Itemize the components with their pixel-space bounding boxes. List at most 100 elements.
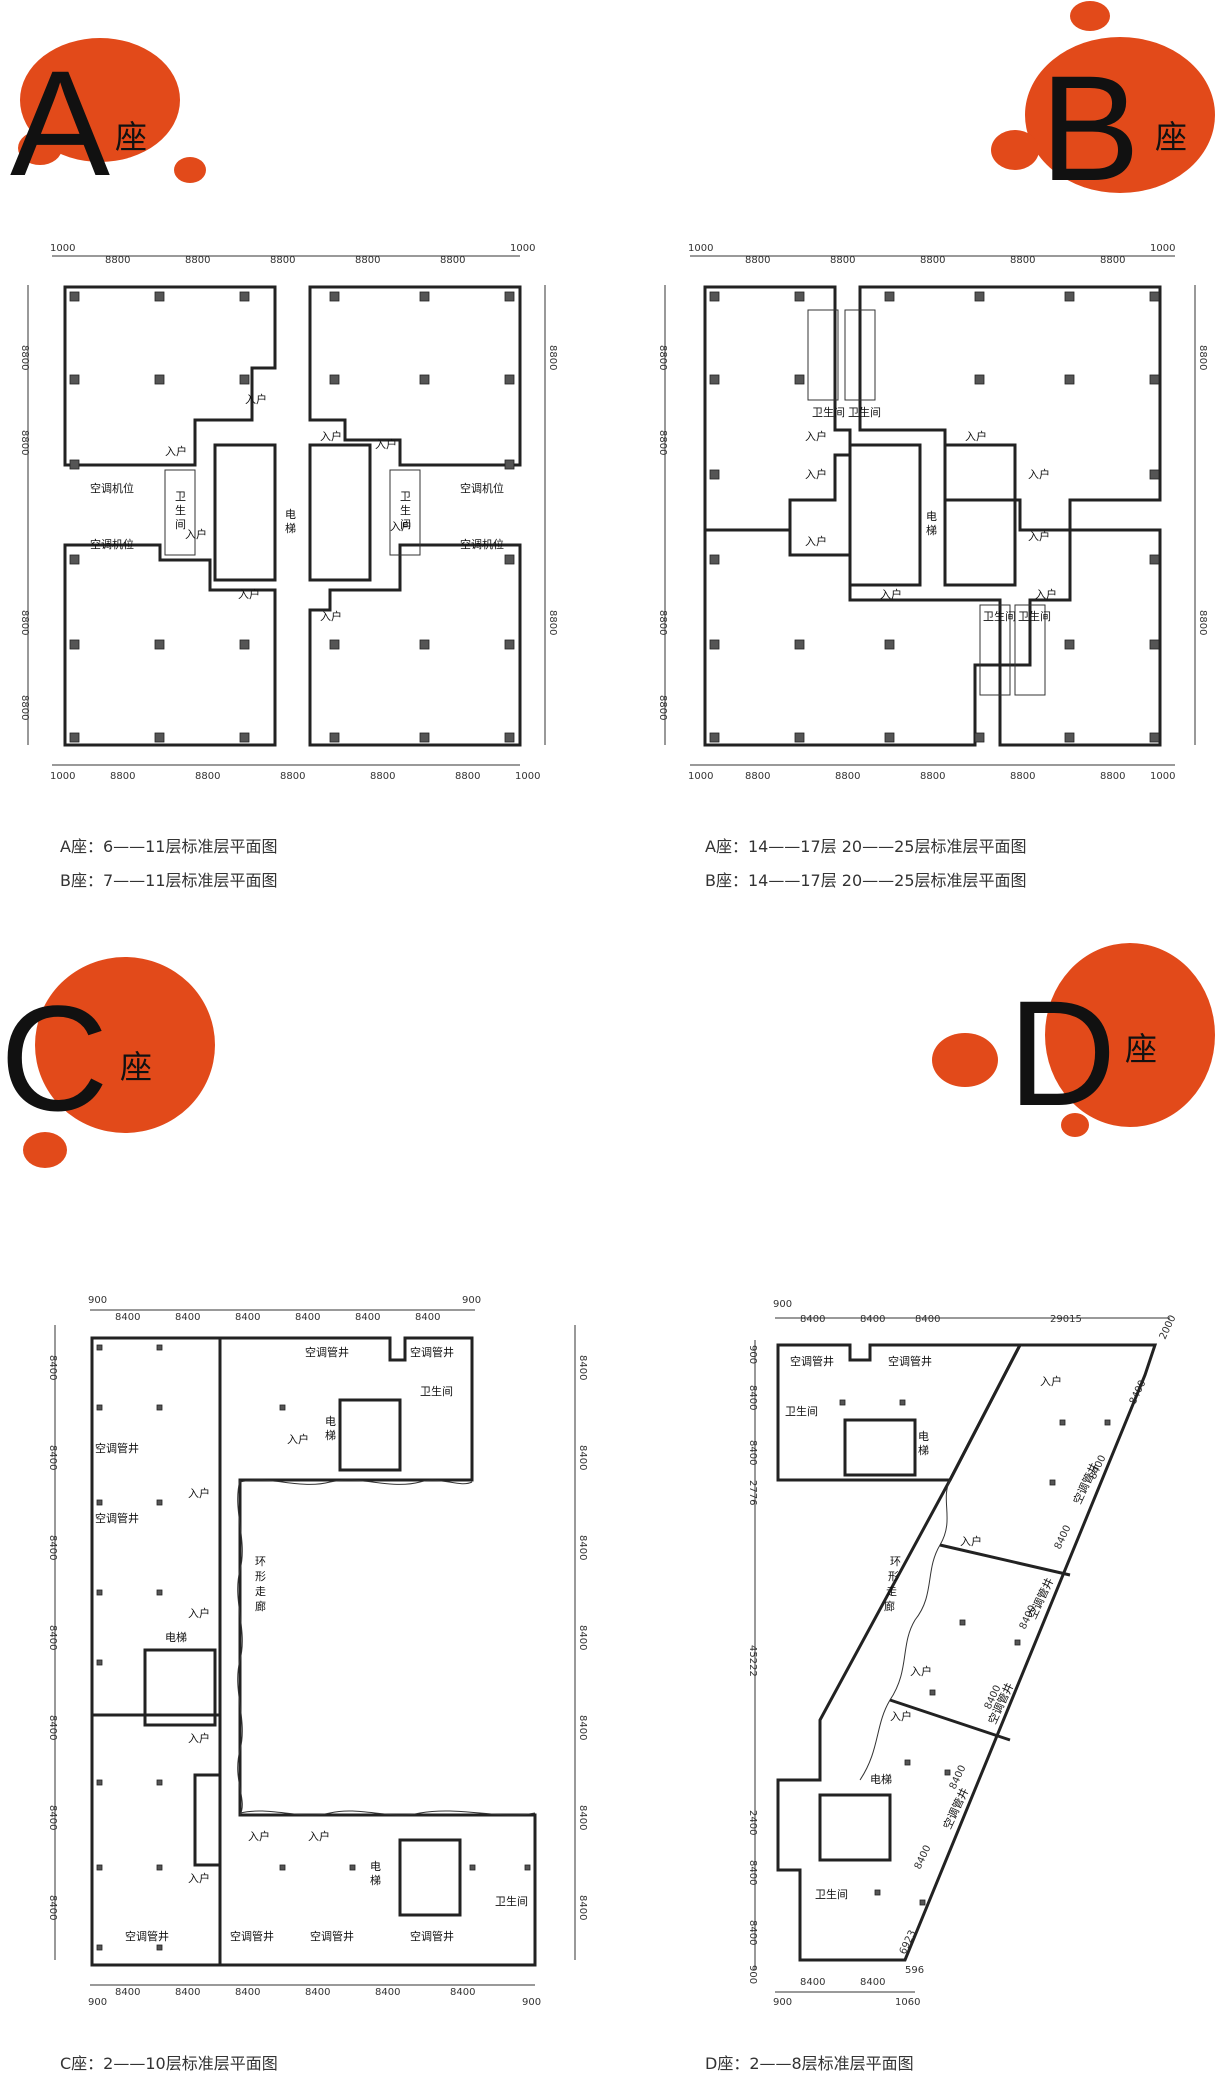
- dim-label: 1000: [50, 771, 75, 782]
- dim-label: 8800: [195, 771, 220, 782]
- label-ac-unit: 空调机位: [90, 481, 134, 495]
- dim-label: 8400: [577, 1895, 588, 1920]
- label-toilet: 生: [400, 503, 411, 517]
- dim-label: 8800: [370, 771, 395, 782]
- dim-label: 8800: [19, 610, 30, 635]
- label-ac-shaft: 空调管井: [230, 1929, 274, 1943]
- dim-label: 1000: [1150, 243, 1175, 254]
- dim-label: 900: [462, 1295, 481, 1306]
- dim-label: 45222: [747, 1645, 758, 1677]
- label-entry: 入户: [308, 1829, 330, 1843]
- label-toilet: 卫生间: [495, 1894, 528, 1908]
- label-elevator: 电梯: [870, 1773, 892, 1786]
- dim-label: 8800: [657, 695, 668, 720]
- label-entry: 入户: [165, 444, 187, 458]
- label-elevator: 电: [926, 510, 937, 523]
- dim-label: 8400: [860, 1977, 885, 1988]
- label-corridor: 形: [255, 1570, 266, 1583]
- dim-label: 8800: [657, 345, 668, 370]
- label-elevator: 电: [370, 1860, 381, 1873]
- label-toilet: 间: [175, 518, 186, 531]
- dim-label: 8400: [577, 1445, 588, 1470]
- dim-label: 8800: [19, 430, 30, 455]
- dim-label: 1060: [895, 1997, 920, 2008]
- dim-label: 8400: [175, 1312, 200, 1323]
- dim-label: 8400: [305, 1987, 330, 1998]
- dim-label: 8800: [1197, 345, 1208, 370]
- dim-label: 8800: [920, 771, 945, 782]
- block-c-blob: [35, 957, 215, 1133]
- block-c-suffix: 座: [120, 1048, 152, 1086]
- label-entry: 入户: [390, 519, 412, 533]
- dim-label: 2776: [747, 1480, 758, 1505]
- label-entry: 入户: [890, 1709, 912, 1723]
- dim-label: 8400: [47, 1535, 58, 1560]
- label-entry: 入户: [320, 429, 342, 443]
- label-corridor: 环: [255, 1555, 266, 1568]
- label-entry: 入户: [1040, 1374, 1062, 1388]
- dim-label: 900: [747, 1345, 758, 1364]
- dim-label: 8800: [105, 255, 130, 266]
- block-b-header: B 座: [991, 1, 1215, 212]
- dim-label: 8800: [920, 255, 945, 266]
- dim-label: 8800: [110, 771, 135, 782]
- dim-label: 8800: [185, 255, 210, 266]
- columns: [709, 291, 1160, 743]
- dim-label: 900: [522, 1997, 541, 2008]
- dim-label: 8800: [745, 255, 770, 266]
- dim-label: 8400: [355, 1312, 380, 1323]
- dim-label: 2400: [747, 1810, 758, 1835]
- dim-label: 8400: [800, 1977, 825, 1988]
- label-ac-unit: 空调机位: [460, 481, 504, 495]
- dim-label: 8400: [175, 1987, 200, 1998]
- dim-label: 900: [88, 1295, 107, 1306]
- label-entry: 入户: [245, 392, 267, 406]
- label-ac-shaft: 空调管井: [410, 1929, 454, 1943]
- label-toilet: 卫生间: [815, 1887, 848, 1901]
- dim-label: 8400: [747, 1920, 758, 1945]
- dim-label: 8400: [47, 1445, 58, 1470]
- label-corridor: 廊: [255, 1599, 266, 1613]
- block-c-header: C 座: [0, 957, 215, 1168]
- block-d-blob-dot: [1061, 1113, 1089, 1137]
- dim-label: 8400: [47, 1625, 58, 1650]
- dim-label: 8400: [235, 1987, 260, 1998]
- dim-label: 8400: [577, 1805, 588, 1830]
- dim-label: 8400: [577, 1715, 588, 1740]
- caption-plan2-line1: A座：14——17层 20——25层标准层平面图: [705, 837, 1027, 856]
- dim-label: 8400: [915, 1314, 940, 1325]
- block-b-blob: [1025, 37, 1215, 193]
- block-b-blob-small: [1070, 1, 1110, 31]
- label-corridor: 形: [888, 1570, 899, 1583]
- block-d-blob-small: [932, 1033, 998, 1087]
- dim-label: 8400: [800, 1314, 825, 1325]
- label-corridor: 廊: [884, 1599, 895, 1613]
- dim-label: 8800: [1100, 771, 1125, 782]
- dim-label: 8800: [270, 255, 295, 266]
- caption-plan1-line2: B座：7——11层标准层平面图: [60, 871, 278, 890]
- dim-label: 8800: [830, 255, 855, 266]
- label-elevator: 电: [918, 1430, 929, 1443]
- block-b-blob-dot: [991, 130, 1039, 170]
- dim-label: 8800: [1010, 255, 1035, 266]
- label-entry: 入户: [805, 467, 827, 481]
- block-b-letter: B: [1040, 44, 1140, 212]
- columns: [839, 1399, 1111, 1906]
- block-a-blob: [20, 38, 180, 162]
- label-entry: 入户: [188, 1486, 210, 1500]
- dim-label: 8400: [47, 1895, 58, 1920]
- dim-label: 8400: [415, 1312, 440, 1323]
- block-d-blob: [1045, 943, 1215, 1127]
- caption-plan2-line2: B座：14——17层 20——25层标准层平面图: [705, 871, 1027, 890]
- dim-label: 8800: [1100, 255, 1125, 266]
- dim-label: 8400: [577, 1535, 588, 1560]
- dim-label: 8400: [747, 1385, 758, 1410]
- dim-label: 8400: [577, 1355, 588, 1380]
- dim-label: 29015: [1050, 1314, 1082, 1325]
- dim-label: 8800: [547, 610, 558, 635]
- label-ac-shaft: 空调管井: [1070, 1460, 1101, 1506]
- label-corridor: 走: [886, 1585, 897, 1598]
- floor-plan-2: 1000 8800 8800 8800 8800 8800 1000 1000 …: [657, 243, 1208, 782]
- dim-label: 8400: [115, 1312, 140, 1323]
